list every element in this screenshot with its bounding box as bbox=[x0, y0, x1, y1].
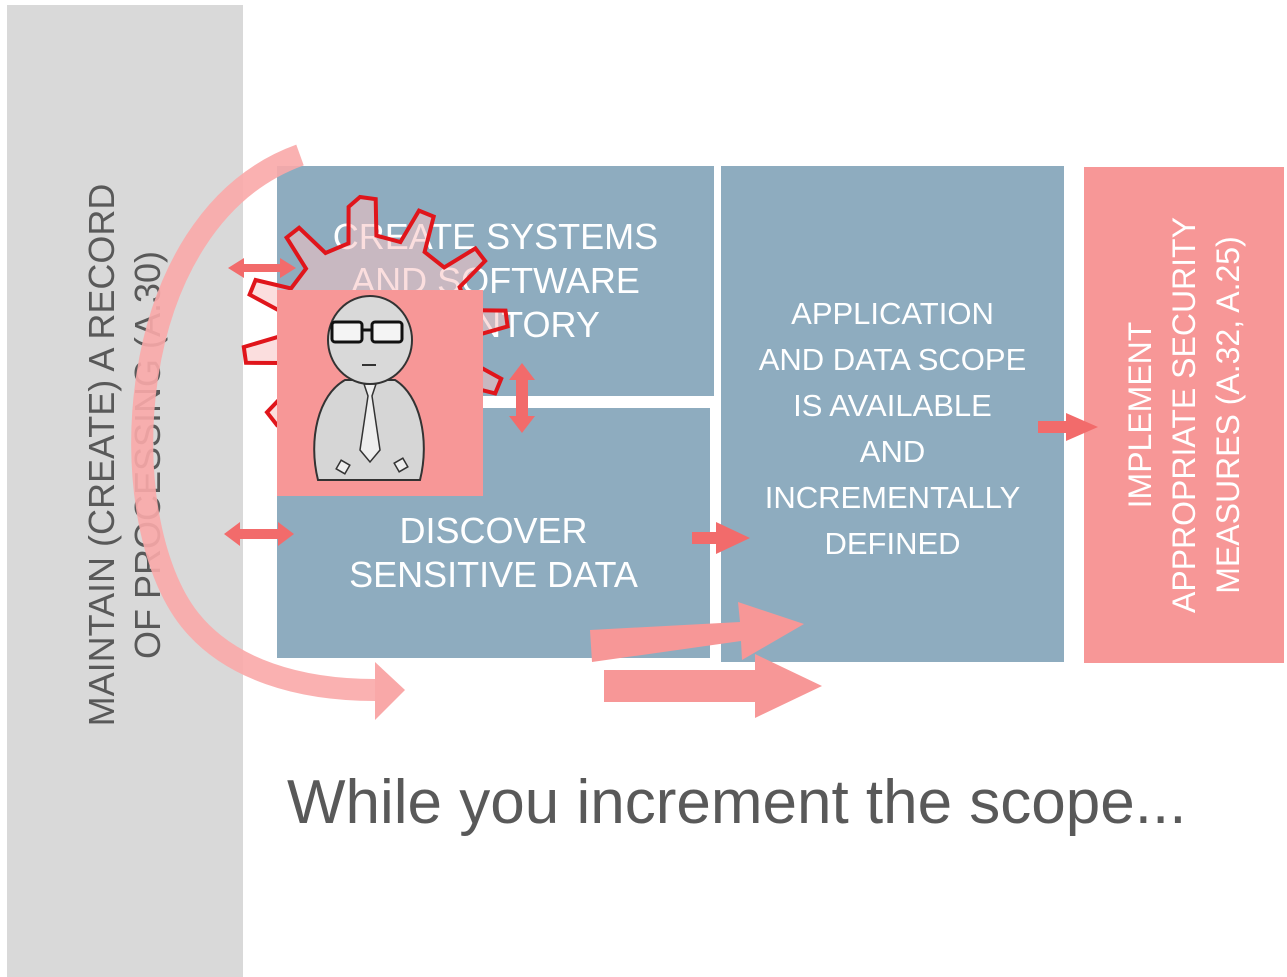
double-arrow-bottom-left bbox=[224, 522, 294, 546]
increment-arrow-upper bbox=[590, 602, 804, 662]
security-measures-box: IMPLEMENT APPROPRIATE SECURITY MEASURES … bbox=[1084, 167, 1284, 663]
increment-arrow-lower bbox=[604, 654, 822, 718]
arrow-scope-to-security bbox=[1038, 413, 1098, 441]
scope-box: APPLICATION AND DATA SCOPE IS AVAILABLE … bbox=[721, 166, 1064, 662]
tagline-text: While you increment the scope... bbox=[287, 768, 1187, 837]
cycle-arc-arrow bbox=[131, 144, 405, 720]
left-sidebar-bar: MAINTAIN (CREATE) A RECORD OF PROCESSING… bbox=[7, 5, 243, 977]
discover-box-label: DISCOVER SENSITIVE DATA bbox=[349, 510, 638, 595]
scope-box-label: APPLICATION AND DATA SCOPE IS AVAILABLE … bbox=[758, 296, 1027, 561]
double-arrow-vertical bbox=[509, 363, 535, 433]
arrow-discover-to-scope bbox=[692, 522, 750, 554]
double-arrow-top-left bbox=[228, 258, 296, 278]
nerd-person-icon bbox=[277, 290, 483, 496]
